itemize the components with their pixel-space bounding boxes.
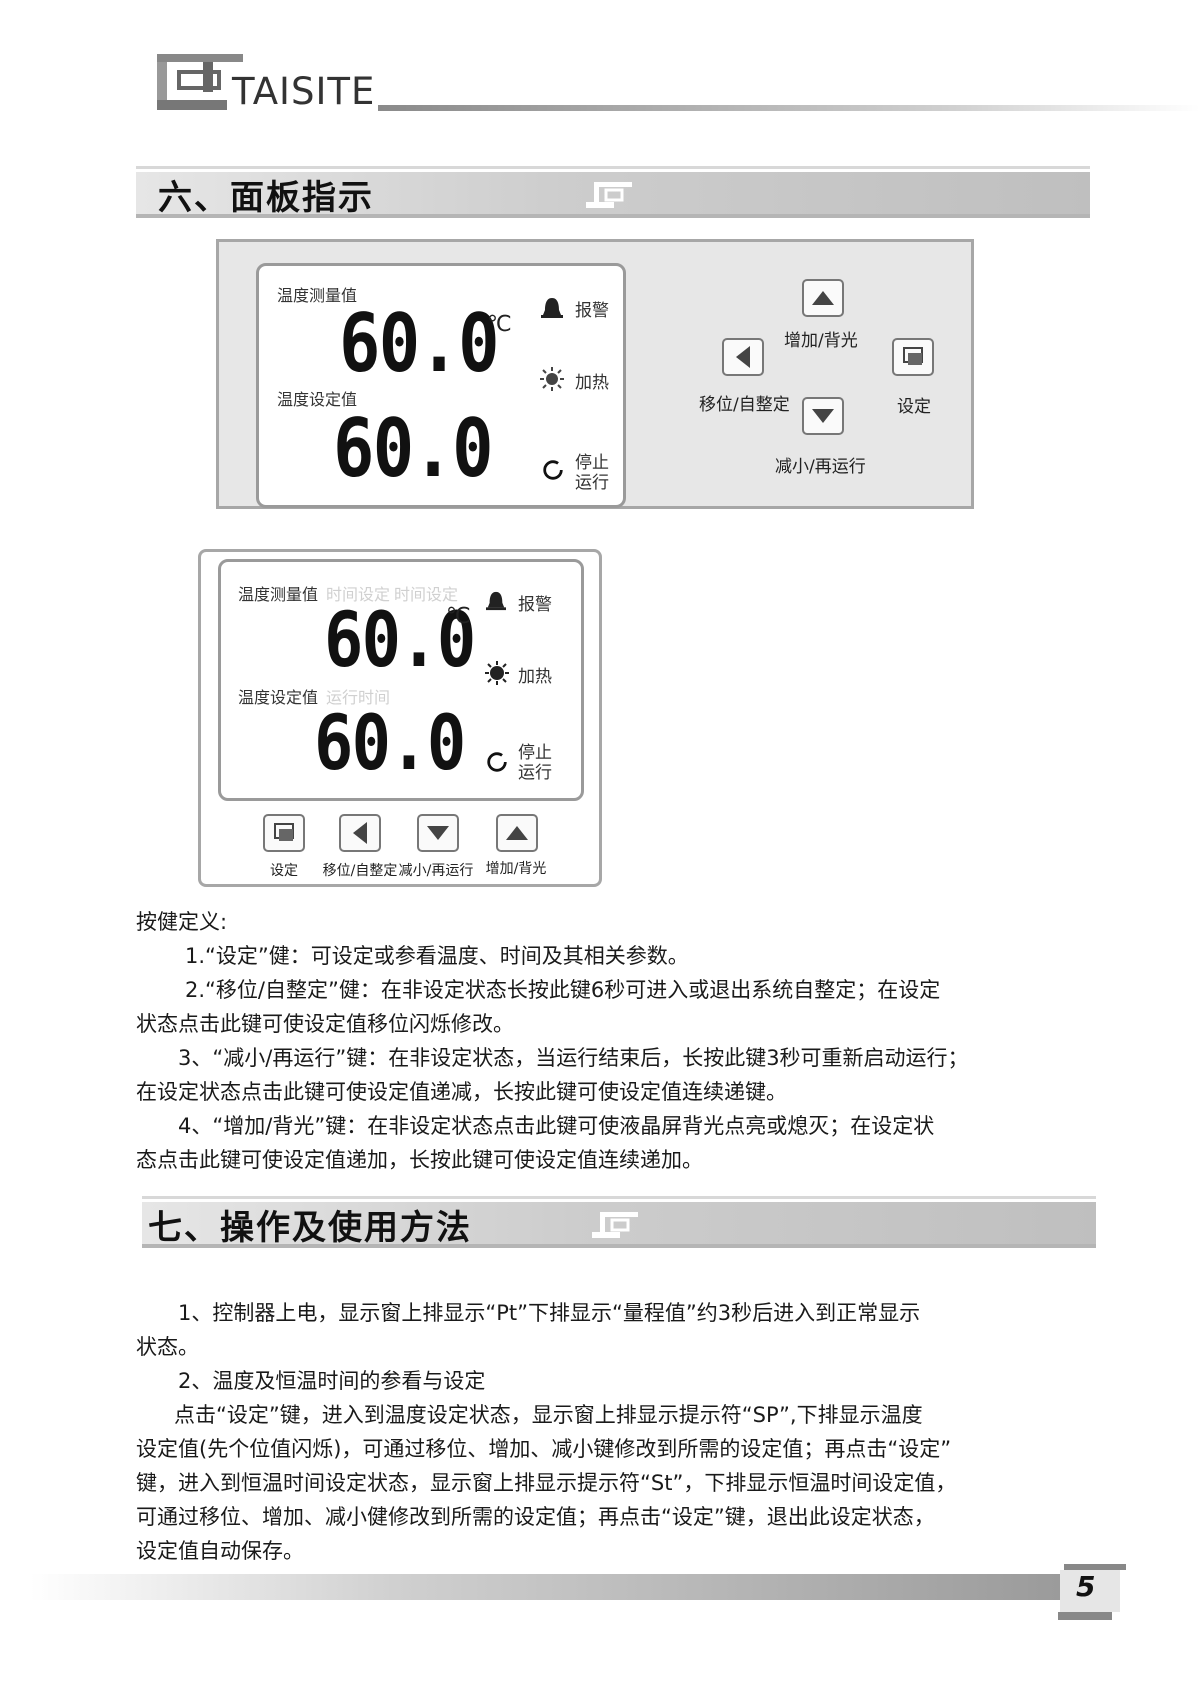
- op-3e: 设定值自动保存。: [136, 1539, 304, 1563]
- header-rule: [378, 105, 1200, 111]
- left-key[interactable]: [722, 338, 764, 376]
- stop-label: 停止: [575, 453, 609, 473]
- op-3c: 键，进入到恒温时间设定状态，显示窗上排显示提示符“St”，下排显示恒温时间设定值…: [136, 1471, 957, 1495]
- time-set-faint: 时间设定: [326, 585, 391, 604]
- measure-label: 温度测量值: [277, 286, 358, 305]
- run-time-faint: 运行时间: [326, 688, 391, 707]
- key-def-4b: 态点击此键可使设定值递加，长按此键可使设定值连续递加。: [136, 1148, 703, 1172]
- key-def-heading: 按健定义:: [136, 910, 228, 934]
- set-key[interactable]: [892, 338, 934, 376]
- footer-logo-icon: [1058, 1564, 1126, 1620]
- cycle-icon: [543, 460, 563, 480]
- down-key[interactable]: [802, 397, 844, 435]
- down-key-2[interactable]: [417, 814, 459, 852]
- op-3d: 可通过移位、增加、减小健修改到所需的设定值；再点击“设定”键，退出此设定状态，: [136, 1505, 935, 1529]
- op-1b: 状态。: [136, 1335, 199, 1359]
- brand-name: TAISITE: [232, 70, 376, 113]
- front-panel-horizontal: 温度测量值 60.0 ℃ 温度设定值 60.0 报警 加热 停止 运行 增加/背…: [216, 239, 974, 509]
- op-2: 2、温度及恒温时间的参看与设定: [178, 1369, 486, 1393]
- key-def-2a: 2.“移位/自整定”健：在非设定状态长按此键6秒可进入或退出系统自整定；在设定: [185, 978, 941, 1002]
- op-3b: 设定值(先个位值闪烁)，可通过移位、增加、减小键修改到所需的设定值；再点击“设定…: [136, 1437, 952, 1461]
- up-key-2-label: 增加/背光: [485, 861, 547, 877]
- footer-bar: [30, 1574, 1070, 1600]
- cycle-icon-2: [487, 752, 507, 772]
- set-label: 温度设定值: [277, 390, 358, 409]
- set-value-2: 60.0: [314, 698, 466, 787]
- set-key-2[interactable]: [263, 814, 305, 852]
- op-1a: 1、控制器上电，显示窗上排显示“Pt”下排显示“量程值”约3秒后进入到正常显示: [178, 1301, 921, 1325]
- time-set-faint-2: 时间设定: [394, 585, 459, 604]
- lcd-display: 温度测量值 60.0 ℃ 温度设定值 60.0 报警 加热 停止 运行: [256, 263, 626, 508]
- heat-label-2: 加热: [518, 667, 552, 687]
- bell-icon-2: [486, 591, 506, 611]
- key-def-3a: 3、“减小/再运行”键：在非设定状态，当运行结束后，长按此键3秒可重新启动运行；: [178, 1046, 969, 1070]
- key-def-2b: 状态点击此键可使设定值移位闪烁修改。: [136, 1012, 514, 1036]
- taisite-logo-icon: [157, 54, 243, 110]
- stop-label-2: 停止: [518, 743, 552, 763]
- set-value: 60.0: [333, 402, 494, 495]
- left-key-2[interactable]: [339, 814, 381, 852]
- alarm-label-2: 报警: [518, 595, 552, 615]
- unit-label-2: ℃: [446, 604, 471, 629]
- sun-icon: [540, 367, 564, 391]
- key-def-4a: 4、“增加/背光”键：在非设定状态点击此键可使液晶屏背光点亮或熄灭；在设定状: [178, 1114, 935, 1138]
- section-six-title: 六、面板指示: [158, 178, 374, 218]
- down-key-2-label: 减小/再运行: [398, 863, 474, 879]
- left-key-2-label: 移位/自整定: [322, 863, 398, 879]
- measure-value: 60.0: [339, 297, 500, 390]
- measure-value-2: 60.0: [324, 595, 476, 684]
- up-key-2[interactable]: [496, 814, 538, 852]
- section-six-banner: 六、面板指示: [136, 166, 1090, 218]
- page-number: 5: [1076, 1570, 1096, 1603]
- section-seven-title: 七、操作及使用方法: [148, 1208, 472, 1248]
- bell-icon: [541, 298, 563, 318]
- alarm-label: 报警: [575, 301, 609, 321]
- op-3a: 点击“设定”键，进入到温度设定状态，显示窗上排显示提示符“SP”,下排显示温度: [174, 1403, 923, 1427]
- section-emblem-icon: [586, 182, 632, 208]
- section-emblem-icon-2: [592, 1212, 638, 1238]
- run-label: 运行: [575, 473, 609, 493]
- key-def-3b: 在设定状态点击此键可使设定值递减，长按此键可使设定值连续递键。: [136, 1080, 787, 1104]
- measure-label-2: 温度测量值: [238, 585, 319, 604]
- lcd-display-2: 温度测量值 时间设定 时间设定 60.0 ℃ 温度设定值 运行时间 60.0 报…: [218, 559, 584, 801]
- heat-label: 加热: [575, 373, 609, 393]
- run-label-2: 运行: [518, 763, 552, 783]
- up-key-label: 增加/背光: [784, 331, 858, 351]
- front-panel-vertical: 温度测量值 时间设定 时间设定 60.0 ℃ 温度设定值 运行时间 60.0 报…: [198, 549, 602, 887]
- left-key-label: 移位/自整定: [699, 395, 790, 415]
- set-key-label: 设定: [897, 397, 931, 417]
- sun-icon-2: [485, 661, 509, 685]
- section-seven-banner: 七、操作及使用方法: [142, 1196, 1096, 1248]
- set-label-2: 温度设定值: [238, 688, 319, 707]
- up-key[interactable]: [802, 279, 844, 317]
- key-def-1: 1.“设定”健：可设定或参看温度、时间及其相关参数。: [185, 944, 689, 968]
- unit-label: ℃: [487, 312, 512, 337]
- set-key-2-label: 设定: [270, 863, 298, 879]
- down-key-label: 减小/再运行: [775, 457, 866, 477]
